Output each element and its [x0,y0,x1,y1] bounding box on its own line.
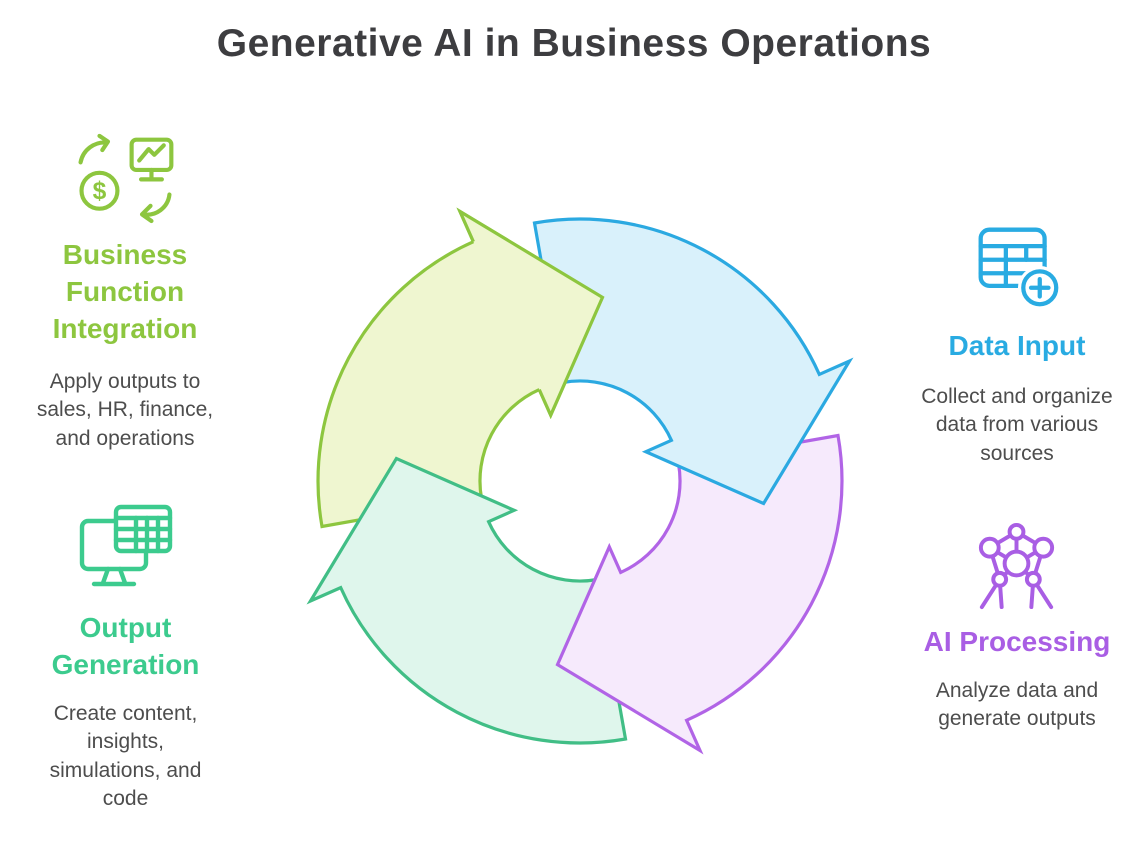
section-heading: Business Function Integration [52,239,198,344]
section-description: Apply outputs to sales, HR, finance, and… [36,369,214,450]
cycle-arrows [306,207,854,755]
section-heading: Data Input [948,330,1086,361]
page-title: Generative AI in Business Operations [216,22,932,65]
cycle-arrow-business-function-integration [316,207,605,529]
table-add-icon [905,220,1129,312]
dollar-glyph: $ [93,178,107,205]
cycle-arrow-data-input [532,217,854,506]
sync-arrow-bottom [140,192,172,217]
section-ai-processing: AI Processing Analyze data and generate … [905,518,1129,734]
section-heading: Output Generation [51,612,200,680]
network-center-node [1002,549,1031,578]
section-description: Analyze data and generate outputs [935,678,1099,731]
cycle-arrow-head-overlay-fill [460,211,603,416]
network-legs [979,577,1054,610]
cycle-arrow-head-overlay-stroke [456,207,605,420]
section-description: Create content, insights, simulations, a… [49,701,202,810]
monitor-spreadsheet-icon [38,503,213,598]
section-output-generation: Output Generation Create content, insigh… [38,503,213,813]
business-sync-icon: $ [20,130,230,225]
section-description: Collect and organize data from various s… [921,384,1113,465]
section-data-input: Data Input Collect and organize data fro… [905,220,1129,468]
cycle-arrow-output-generation [306,456,628,745]
dollar-circle [79,170,120,211]
sync-arrow-top [78,140,110,165]
trend-line [137,143,166,163]
neural-network-icon [905,518,1129,612]
section-heading: AI Processing [923,626,1111,657]
cycle-arrow-ai-processing [555,433,844,755]
section-business-function-integration: $ Business Function Integration Apply ou… [20,130,230,453]
add-circle [1021,269,1059,307]
